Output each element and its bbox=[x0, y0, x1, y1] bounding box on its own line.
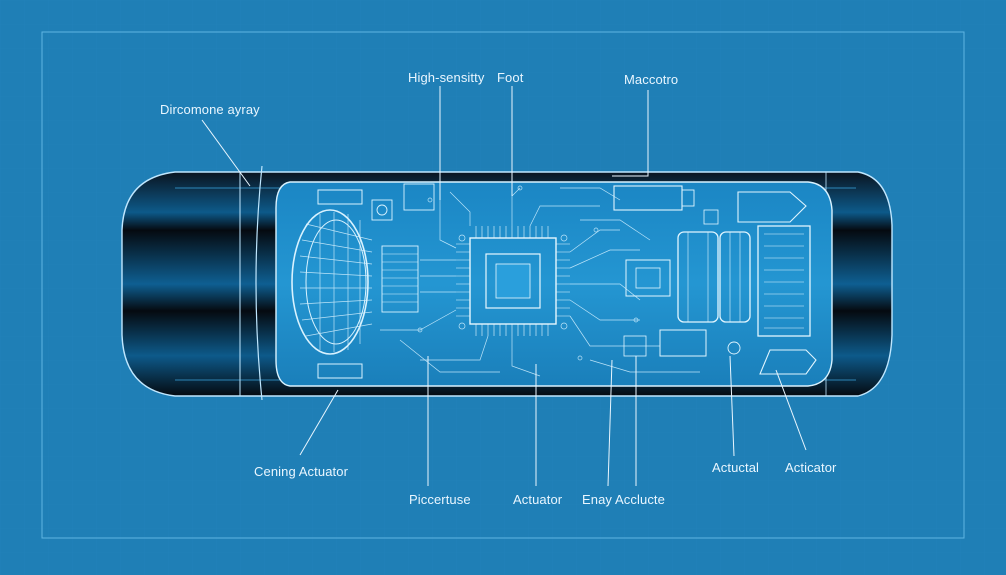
label-maccotro: Maccotro bbox=[624, 72, 679, 87]
label-cening-actuator: Cening Actuator bbox=[254, 464, 349, 479]
label-actuator: Actuator bbox=[513, 492, 563, 507]
inner-panel bbox=[275, 181, 833, 387]
dome-array bbox=[291, 189, 373, 379]
central-chip bbox=[456, 226, 570, 336]
label-acticator: Acticator bbox=[785, 460, 837, 475]
leader-lines bbox=[201, 86, 807, 487]
label-actuctal: Actuctal bbox=[712, 460, 760, 475]
label-foot: Foot bbox=[497, 70, 524, 85]
label-dircomone-ayray: Dircomone ayray bbox=[160, 102, 260, 117]
right-mechanism bbox=[613, 185, 817, 375]
circuit-traces bbox=[380, 185, 700, 377]
blueprint-frame bbox=[41, 31, 965, 539]
label-high-sensitty: High-sensitty bbox=[408, 70, 485, 85]
label-enay-acclucte: Enay Acclucte bbox=[582, 492, 665, 507]
label-piccertuse: Piccertuse bbox=[409, 492, 471, 507]
left-connector bbox=[371, 183, 435, 313]
